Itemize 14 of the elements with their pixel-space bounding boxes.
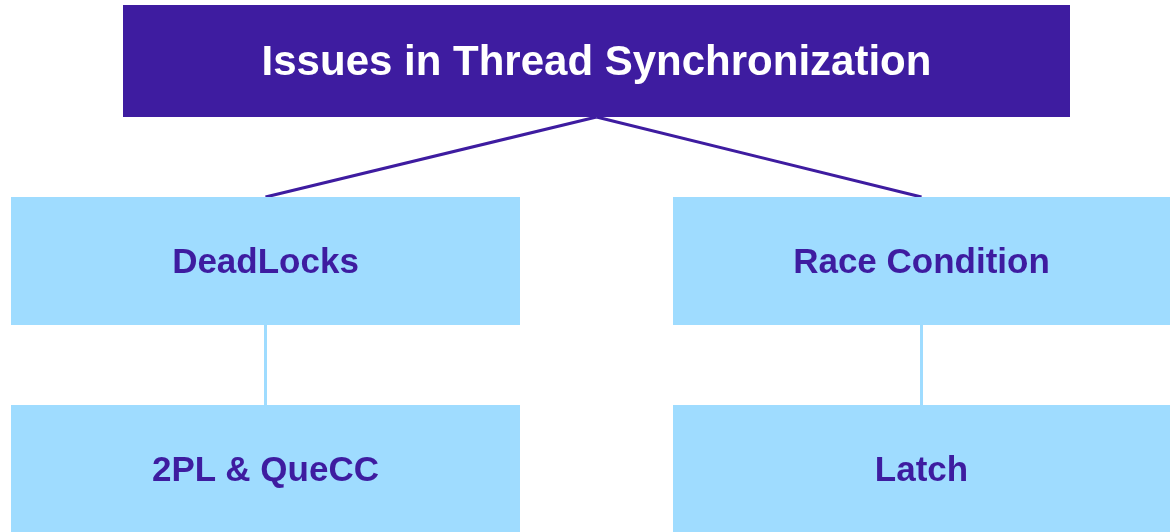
topic-box — [11, 405, 520, 532]
connector-line — [265, 115, 597, 199]
connector-line — [264, 325, 267, 405]
connector-line — [596, 115, 922, 199]
box-label: Latch — [874, 448, 969, 489]
connector-line — [920, 325, 923, 405]
box-label: 2PL & QueCC — [152, 448, 379, 489]
box-label: DeadLocks — [172, 241, 359, 281]
box-label: Race Condition — [793, 241, 1050, 281]
topic-box — [673, 197, 1170, 325]
title-box — [123, 5, 1070, 117]
topic-box — [11, 197, 520, 325]
topic-box — [673, 405, 1170, 532]
box-label: Issues in Thread Synchronization — [261, 37, 932, 85]
